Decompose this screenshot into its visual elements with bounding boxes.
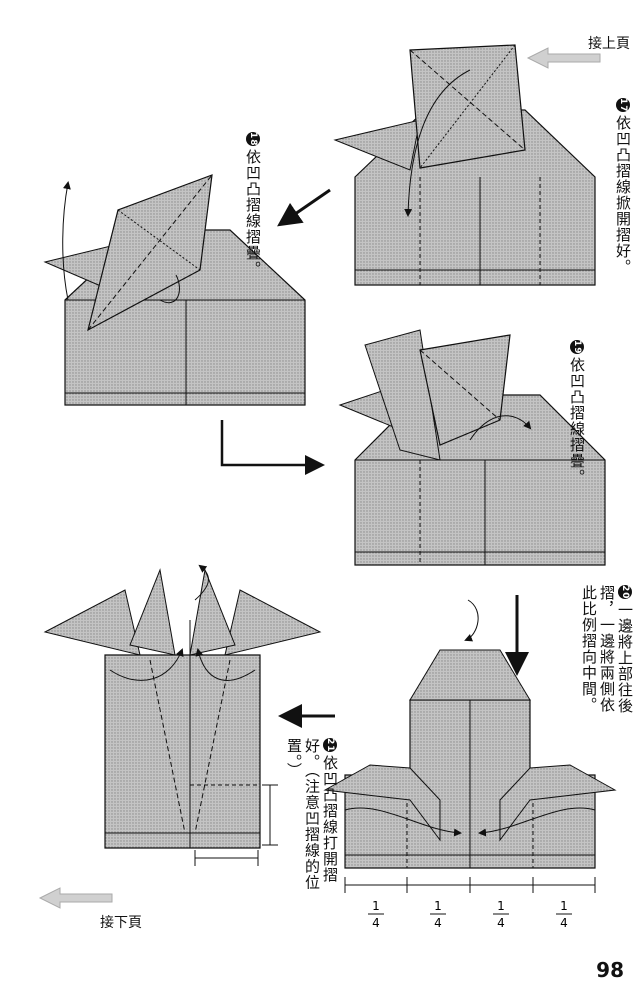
step-17-figure <box>333 44 596 286</box>
step-18-instruction: 依凹凸摺線摺疊。 <box>244 149 262 277</box>
step-20-line-1: 一邊將上部往後摺， <box>598 585 634 714</box>
step-17-number: 17 <box>616 98 630 113</box>
fraction-3-num: 1 <box>497 899 505 913</box>
fraction-1-num: 1 <box>372 899 380 913</box>
step-17-instruction: 依凹凸摺線掀開摺好。 <box>614 115 632 275</box>
fraction-labels: 1 4 1 4 1 4 1 4 <box>368 899 572 930</box>
step-20-figure <box>323 599 617 893</box>
step-19-number: 19 <box>570 340 584 355</box>
fraction-1-den: 4 <box>372 916 380 930</box>
step-18-text: 18 依凹凸摺線摺疊。 <box>244 132 262 277</box>
step-21-line-1: 依凹凸摺線打開摺好。 <box>303 738 339 883</box>
fraction-4-num: 1 <box>560 899 568 913</box>
prev-page-label[interactable]: 接上頁 <box>588 36 630 52</box>
step-21-number: 21 <box>323 738 337 753</box>
step-20-line-2: 一邊將兩側依此比例 <box>580 585 616 713</box>
next-page-label[interactable]: 接下頁 <box>100 915 142 931</box>
step-19-instruction: 依凹凸摺線摺疊。 <box>568 357 586 485</box>
step-19-text: 19 依凹凸摺線摺疊。 <box>568 340 586 485</box>
fraction-4-den: 4 <box>560 916 568 930</box>
step-20-number: 20 <box>618 585 632 600</box>
step-20-line-3: 摺向中間。 <box>580 633 598 713</box>
step-19-figure <box>338 329 606 566</box>
step-18-number: 18 <box>246 132 260 147</box>
page-number: 98 <box>596 958 624 982</box>
fraction-3-den: 4 <box>497 916 505 930</box>
arrow-18-to-19 <box>220 420 325 475</box>
step-21-figure <box>43 564 322 866</box>
step-21-line-2: （注意凹摺線的位置。） <box>285 738 321 891</box>
prev-page-arrow[interactable] <box>526 47 601 69</box>
step-20-text: 20一邊將上部往後摺，一邊將兩側依此比例摺向中間。 <box>580 585 634 715</box>
arrow-17-to-18 <box>277 188 331 227</box>
next-page-arrow[interactable] <box>38 887 113 909</box>
step-21-text: 21依凹凸摺線打開摺好。（注意凹摺線的位置。） <box>285 738 339 898</box>
step-18-figure <box>43 174 306 406</box>
fraction-2-num: 1 <box>434 899 442 913</box>
fraction-2-den: 4 <box>434 916 442 930</box>
step-17-text: 17 依凹凸摺線掀開摺好。 <box>614 98 632 275</box>
